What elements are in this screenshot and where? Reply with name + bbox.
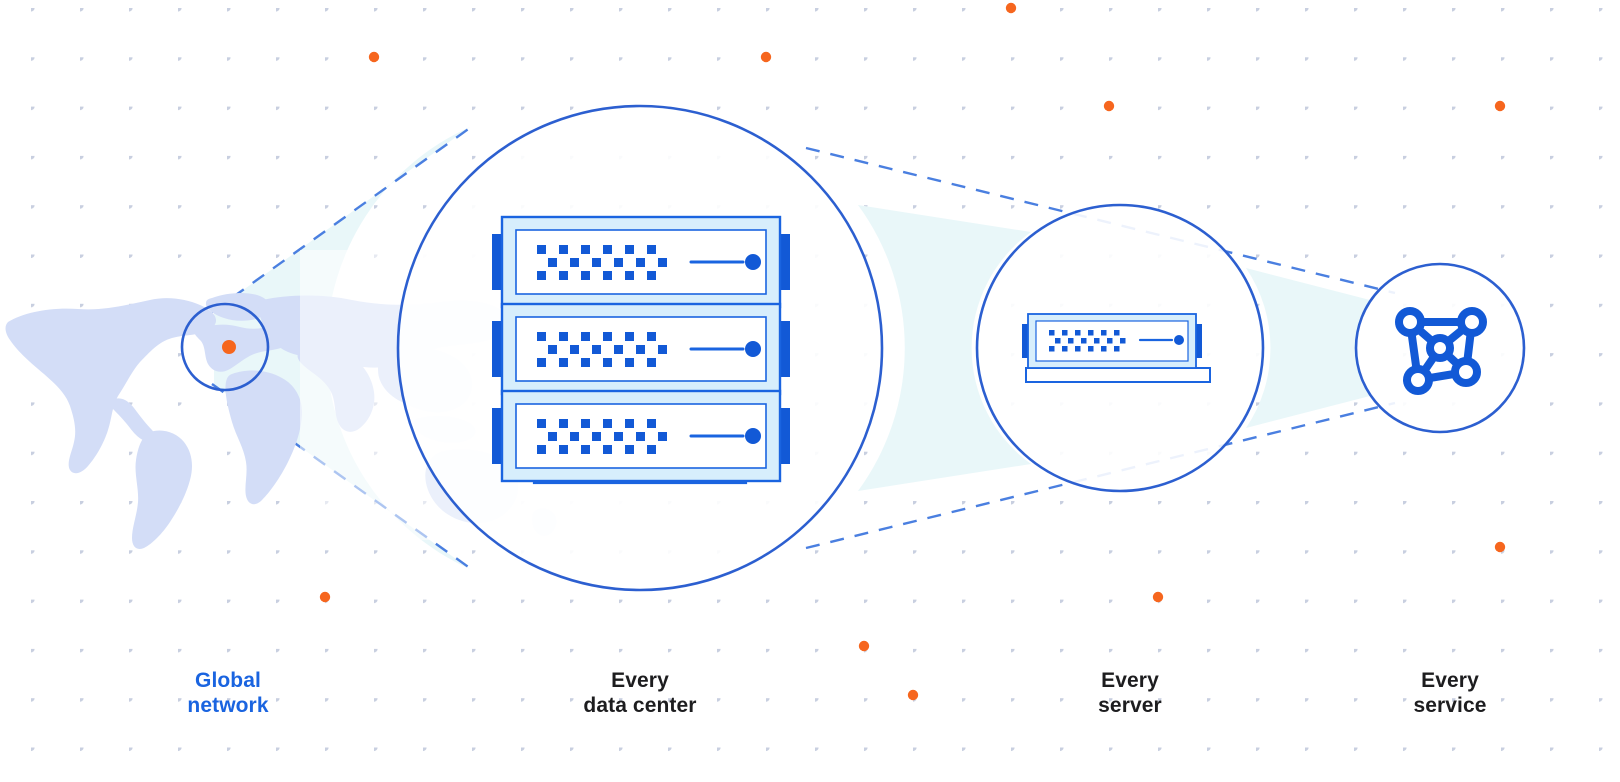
server-unit-icon [1020, 312, 1211, 383]
global-network-circle [180, 302, 270, 392]
label-every-data-center: Every data center [583, 669, 697, 717]
global-network-marker [222, 340, 236, 354]
server-rack-icon [490, 215, 792, 485]
label-every-service: Every service [1413, 669, 1487, 717]
label-global-network: Global network [187, 669, 269, 717]
highlight-dots [319, 2, 1506, 701]
label-every-server: Every server [1098, 669, 1162, 717]
network-mesh-icon [1395, 307, 1487, 395]
